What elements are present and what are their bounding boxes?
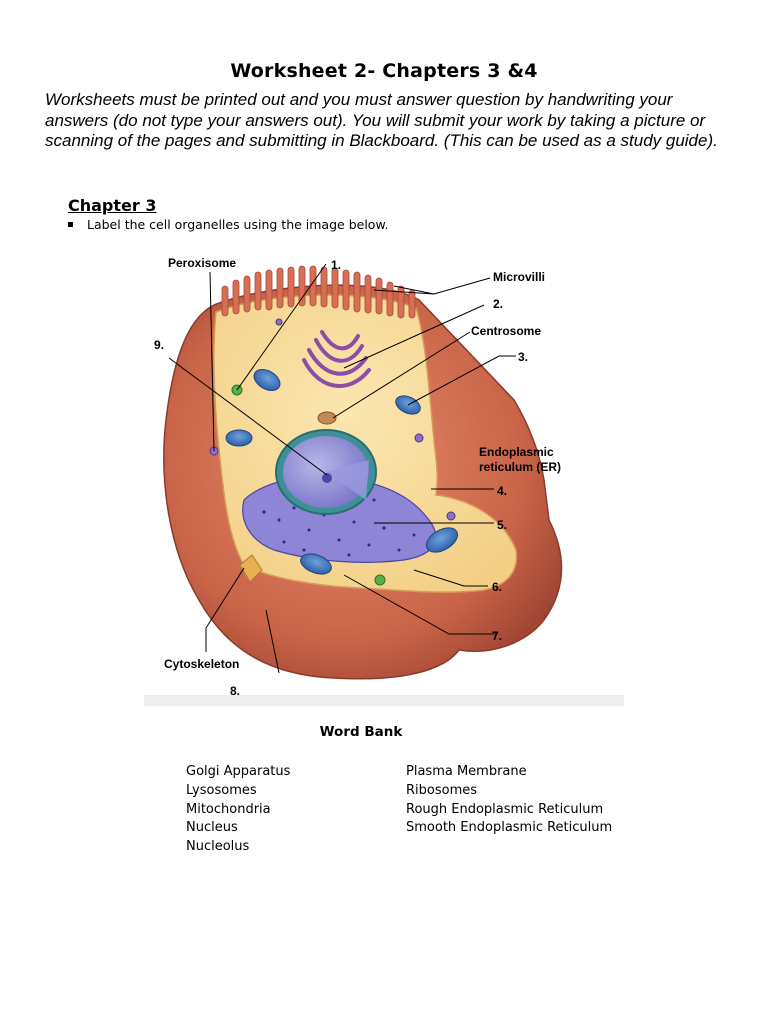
bullet-item: Label the cell organelles using the imag… [68,217,389,232]
nucleus-cut-face [326,460,369,500]
cell-diagram: Peroxisome 1. Microvilli 2. Centrosome 3… [144,250,624,706]
word-bank-item: Smooth Endoplasmic Reticulum [406,820,613,836]
ribosome-dots [262,498,416,557]
chapter-heading: Chapter 3 [68,196,157,215]
word-bank-right-column: Plasma Membrane Ribosomes Rough Endoplas… [406,763,612,838]
word-bank-item: Mitochondria [186,801,271,817]
centrosome-shape [317,411,337,425]
word-bank-item: Plasma Membrane [406,764,527,779]
word-bank-item: Ribosomes [406,782,478,798]
word-bank-item: Golgi Apparatus [186,764,291,779]
label-number-9: 9. [154,338,164,352]
cell-illustration: Peroxisome 1. Microvilli 2. Centrosome 3… [144,256,624,706]
figure-base [144,695,624,706]
label-number-5: 5. [497,518,507,532]
word-bank-item: Nucleolus [186,839,250,855]
label-number-4: 4. [497,484,507,498]
label-er-line2: reticulum (ER) [479,460,561,474]
label-cytoskeleton: Cytoskeleton [164,657,239,671]
cytoskeleton-shape [239,554,263,583]
nucleolus-shape [322,473,332,483]
bullet-square-icon [68,222,73,227]
word-bank-item: Lysosomes [186,782,257,798]
label-number-7: 7. [492,629,502,643]
worksheet-title: Worksheet 2- Chapters 3 &4 [230,60,538,82]
label-number-8: 8. [230,684,240,698]
label-centrosome: Centrosome [471,324,541,338]
label-number-2: 2. [493,297,503,311]
bullet-text: Label the cell organelles using the imag… [87,217,389,232]
label-peroxisome: Peroxisome [168,256,236,270]
label-number-3: 3. [518,350,528,364]
leader-lines [168,263,516,674]
label-er-line1: Endoplasmic [479,445,554,459]
word-bank-title: Word Bank [319,724,403,740]
label-microvilli: Microvilli [493,270,545,284]
word-bank-item: Rough Endoplasmic Reticulum [406,801,604,817]
label-number-1: 1. [331,258,341,272]
word-bank-left-column: Golgi Apparatus Lysosomes Mitochondria N… [186,763,290,857]
golgi-shape [302,330,371,388]
word-bank-item: Nucleus [186,820,238,836]
label-number-6: 6. [492,580,502,594]
instructions-text: Worksheets must be printed out and you m… [45,90,718,150]
